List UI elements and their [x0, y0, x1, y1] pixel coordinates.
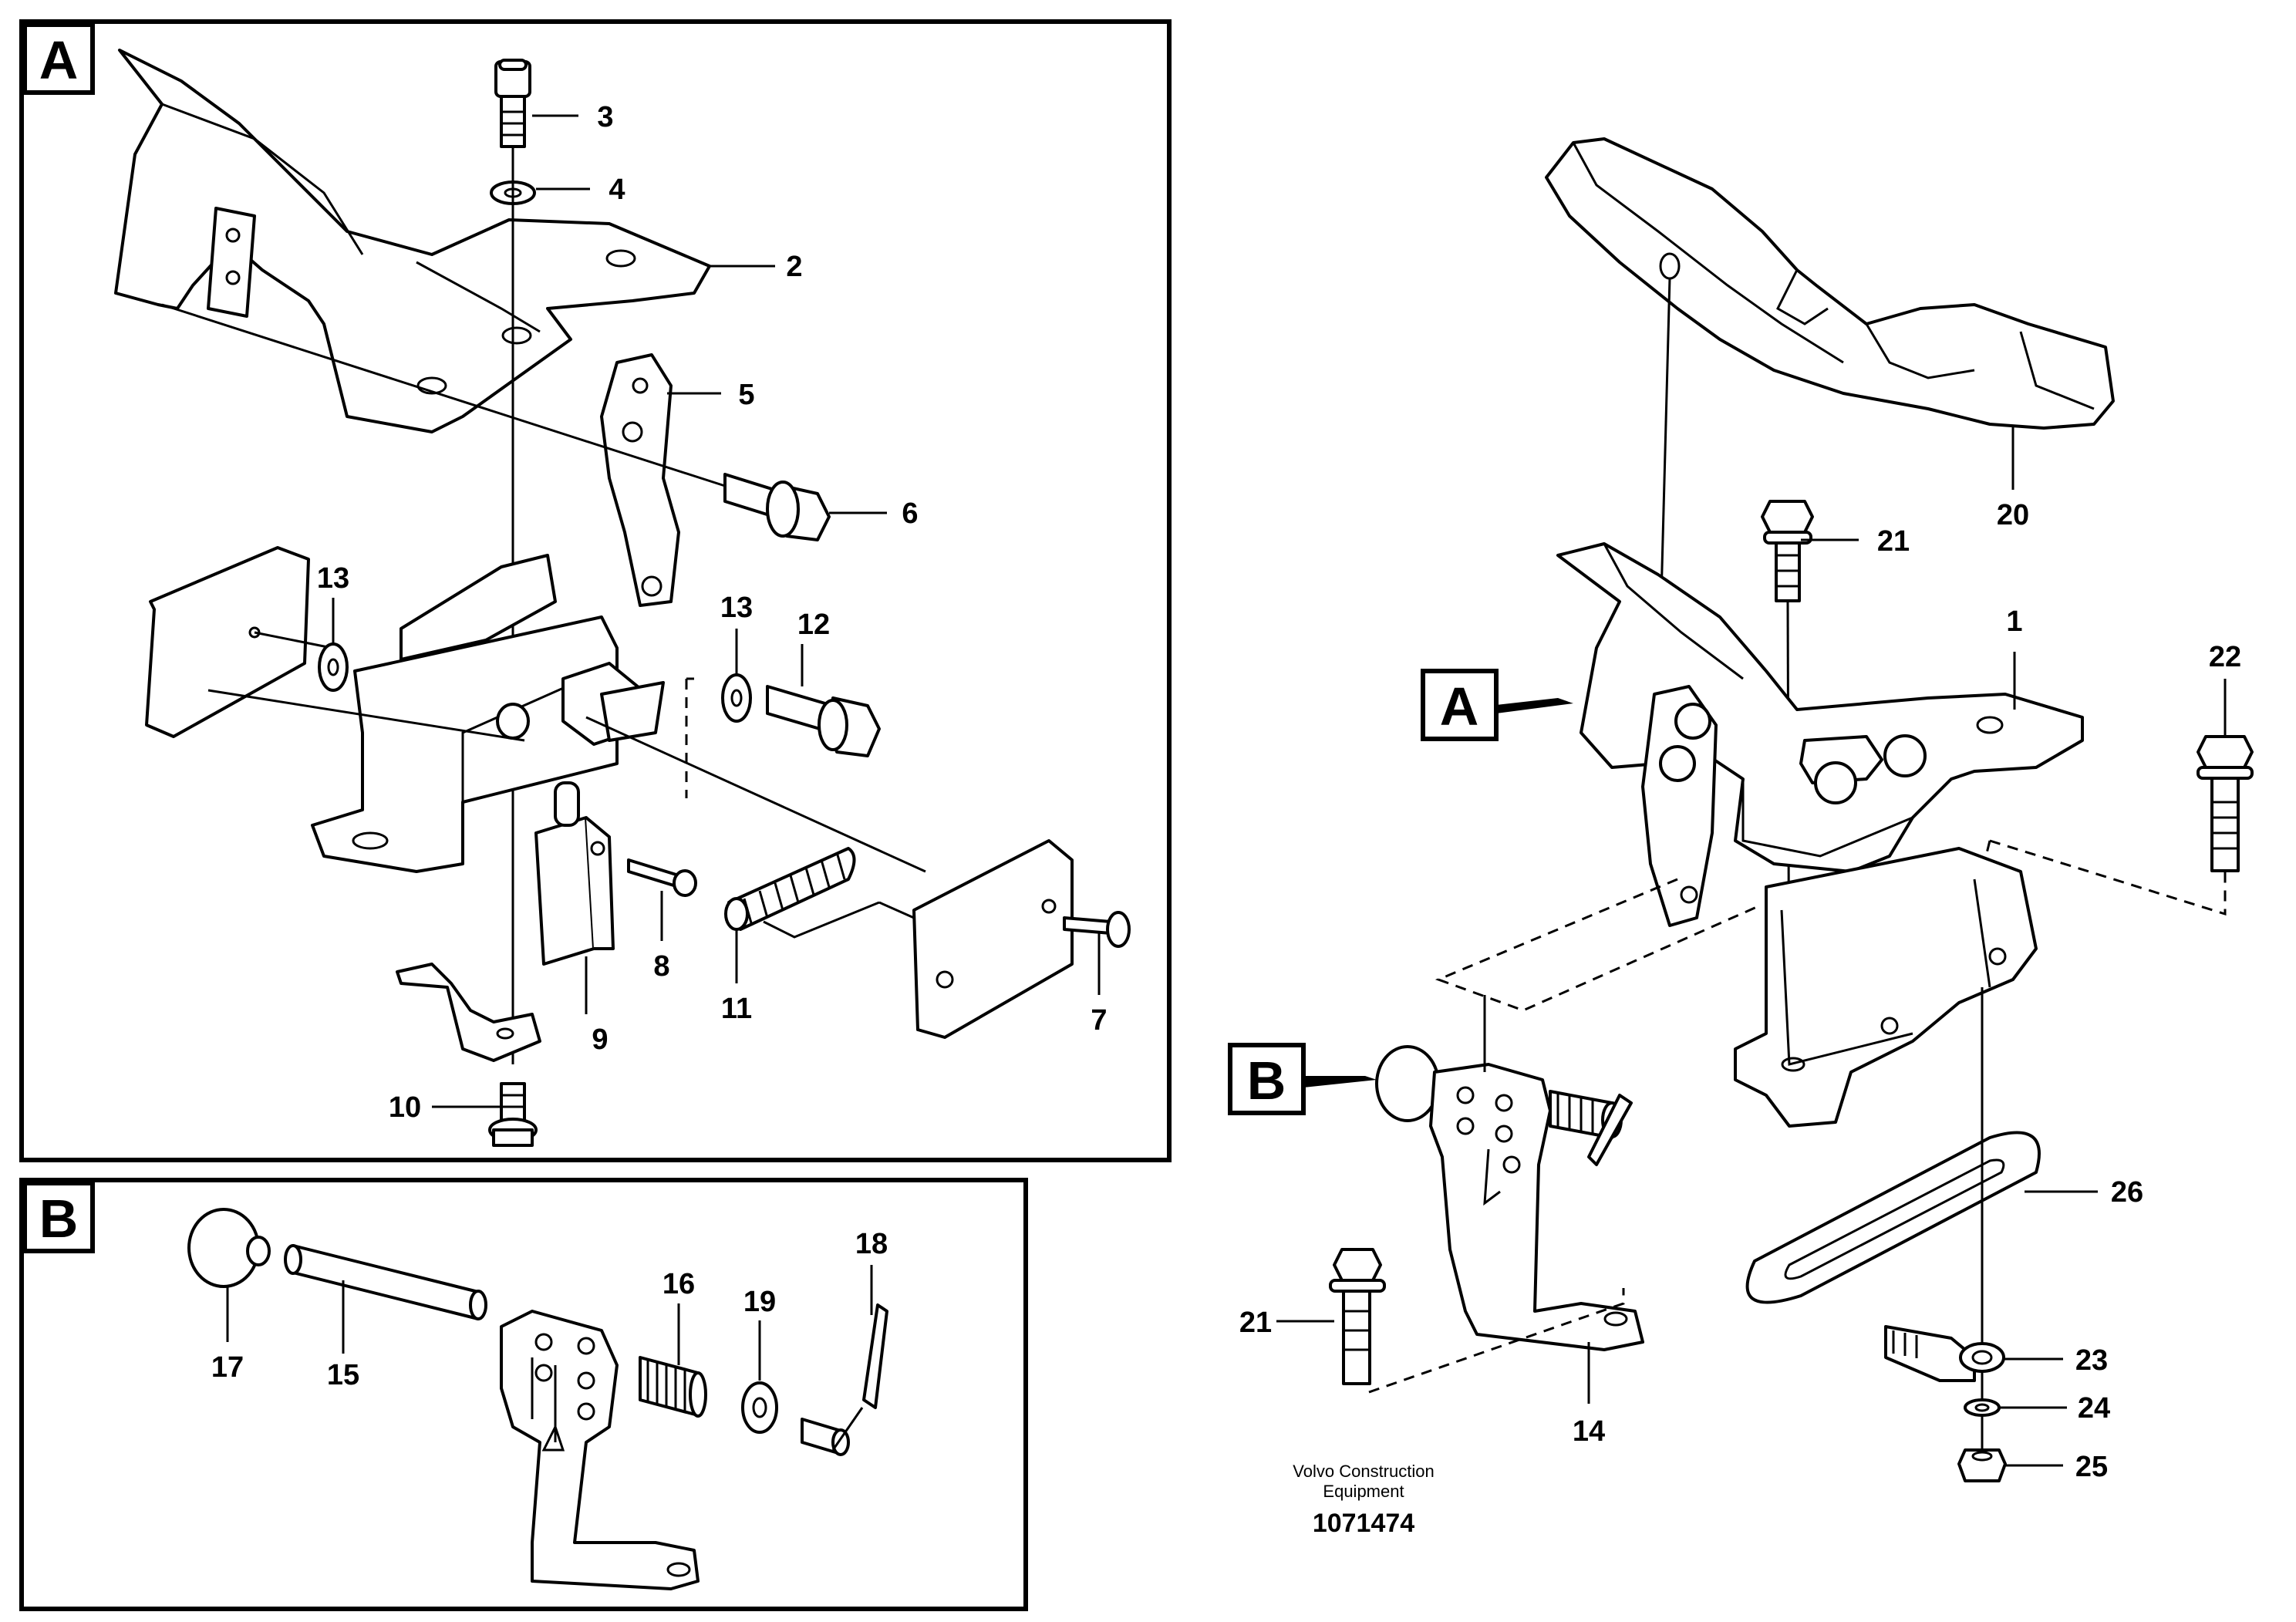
cotter-pin-part-18	[862, 1303, 888, 1409]
label-11: 11	[721, 993, 752, 1025]
label-23: 23	[2075, 1344, 2108, 1377]
plate-part-5	[600, 353, 680, 607]
pedal-cover-part-20	[1545, 137, 2115, 430]
detail-panel-b: B	[19, 1178, 1028, 1611]
detail-panel-a: A	[19, 19, 1172, 1162]
housing-block	[311, 554, 665, 873]
footer-drawing-number: 1071474	[1313, 1509, 1414, 1538]
label-24: 24	[2078, 1392, 2110, 1425]
switch-part-9	[534, 781, 615, 966]
label-16: 16	[663, 1268, 695, 1300]
label-5: 5	[738, 379, 754, 411]
footer-company-line2: Equipment	[1323, 1482, 1404, 1501]
label-26: 26	[2111, 1176, 2143, 1209]
label-12: 12	[797, 609, 830, 641]
main-assembly: A B 20 21 1 22 26 23 24 25 21 14	[1228, 137, 2254, 1483]
label-25: 25	[2075, 1451, 2108, 1483]
ring-part-26	[1745, 1131, 2041, 1304]
knob-part-17	[187, 1208, 271, 1288]
label-21a: 21	[1877, 525, 1910, 558]
spring-part-11	[724, 847, 880, 939]
panel-a-badge-box	[22, 22, 95, 95]
bolt-part-6	[723, 473, 831, 541]
bolt-part-21-upper	[1761, 500, 1814, 602]
end-plate	[878, 839, 1074, 1039]
rod-part-15	[284, 1244, 487, 1320]
label-13a: 13	[317, 562, 349, 595]
bracket-part-2	[114, 49, 711, 433]
lever-bracket	[500, 1310, 700, 1590]
bolt-part-21-lower	[1329, 1248, 1386, 1385]
label-1: 1	[2006, 605, 2022, 638]
label-3: 3	[597, 101, 613, 133]
panel-a-badge: A	[39, 30, 79, 90]
nut-part-25	[1957, 1448, 2007, 1482]
pedal-part-1	[1556, 542, 2084, 873]
screw-part-7	[1063, 911, 1131, 948]
label-10: 10	[389, 1091, 421, 1124]
housing	[1734, 847, 2038, 1128]
label-17: 17	[211, 1351, 244, 1384]
bolt-part-3	[494, 59, 531, 148]
clip	[396, 963, 541, 1062]
label-18: 18	[855, 1228, 888, 1260]
label-15: 15	[327, 1359, 359, 1391]
label-8: 8	[653, 950, 669, 983]
side-plate	[145, 546, 310, 738]
leader-lines-a	[332, 114, 1101, 1108]
pin	[801, 1418, 850, 1456]
washer-part-13b	[721, 673, 752, 723]
label-2: 2	[786, 251, 802, 283]
label-20: 20	[1997, 499, 2029, 531]
footer: Volvo Construction Equipment 1071474	[1293, 1462, 1434, 1538]
connector-part-23	[1884, 1325, 2005, 1382]
bolt-part-22	[2197, 735, 2254, 872]
leader-lines-b	[226, 1265, 873, 1381]
panel-b-badge-box	[22, 1181, 95, 1253]
washer-part-19	[741, 1381, 778, 1434]
washer-part-13a	[318, 642, 349, 692]
side-plate-with-bolts	[1641, 685, 1718, 927]
label-19: 19	[743, 1286, 776, 1318]
label-6: 6	[902, 497, 918, 530]
footer-company-line1: Volvo Construction	[1293, 1462, 1434, 1481]
bolt-part-10	[488, 1082, 538, 1147]
label-7: 7	[1091, 1004, 1107, 1037]
leader-lines-main	[1276, 426, 2227, 1467]
callout-a: A	[1421, 669, 1573, 741]
svg-text:A: A	[1440, 676, 1479, 737]
label-22: 22	[2209, 641, 2241, 673]
bolt-part-12	[766, 685, 881, 757]
washer-part-24	[1964, 1398, 2001, 1417]
panel-b-badge: B	[39, 1189, 79, 1249]
screw-part-8	[627, 858, 697, 897]
label-9: 9	[592, 1023, 608, 1056]
label-21b: 21	[1239, 1307, 1272, 1339]
label-14: 14	[1573, 1415, 1605, 1448]
label-13b: 13	[720, 592, 753, 624]
lever-assembly-b	[1375, 1045, 1644, 1351]
svg-text:B: B	[1247, 1050, 1286, 1111]
label-4: 4	[609, 174, 625, 206]
callout-b: B	[1228, 1043, 1377, 1115]
spring-part-16	[639, 1356, 707, 1418]
